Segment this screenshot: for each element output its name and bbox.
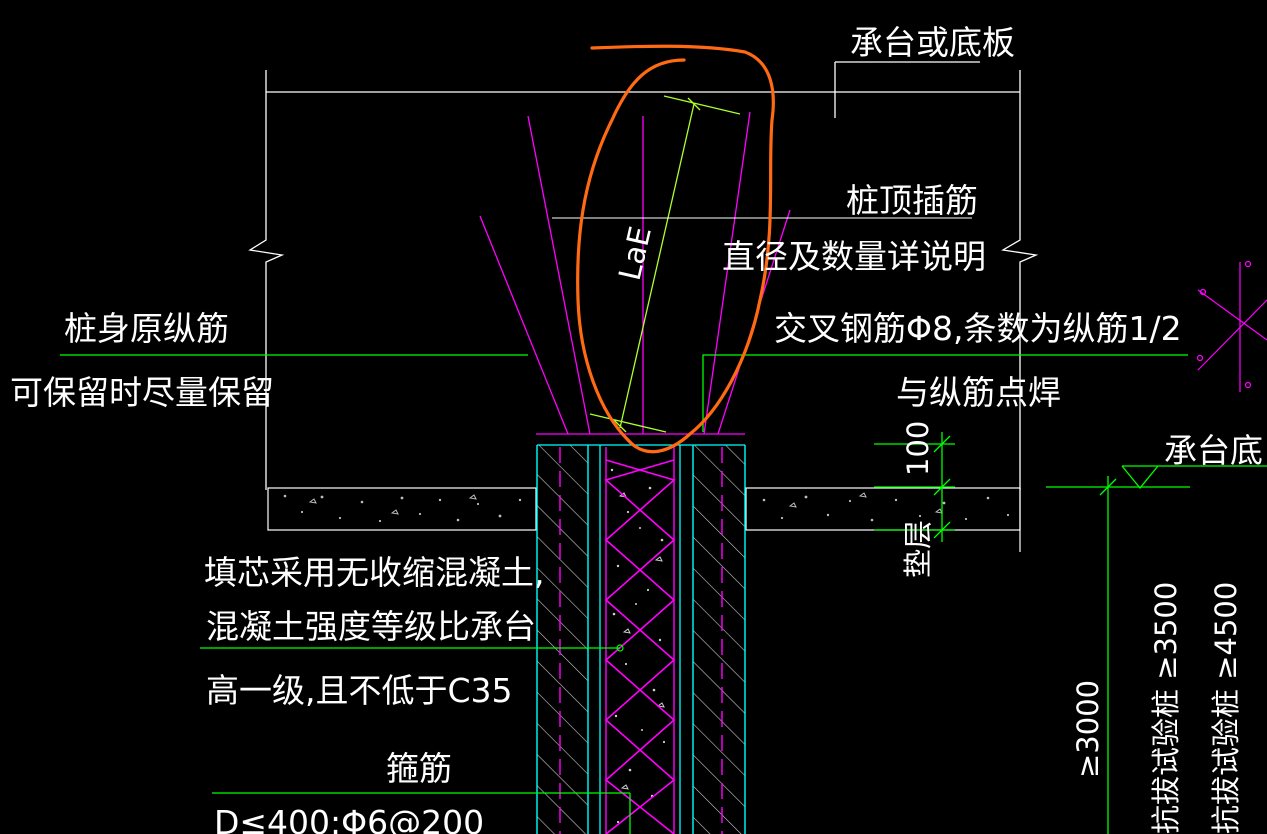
highlight-annotation [576,44,775,454]
dim-3500-label: 抗拔试验桩 ≥3500 [1149,582,1183,834]
cross-rebar-label-1: 交叉钢筋Φ8,条数为纵筋1/2 [774,309,1182,348]
cross-rebar-label-2: 与纵筋点焊 [896,373,1061,412]
orig-rebar-note-label: 可保留时尽量保留 [10,373,274,412]
pile-top-dowel-label: 桩顶插筋 [846,181,978,220]
fill-note-line-1: 填芯采用无收缩混凝土, [204,553,545,592]
stirrup-label: 箍筋 [386,749,452,788]
pile-top [537,444,745,834]
zigzag-cross-rebar [604,459,676,834]
cushion-label: 垫层 [901,520,935,578]
anchor-length-dimension [589,95,741,433]
inner-rebar [605,447,675,834]
stirrup-spec-label: D≤400:Φ6@200 [214,803,484,834]
leader-lines [60,354,1267,834]
cap-or-slab-label: 承台或底板 [850,23,1015,62]
pile-cap-outline [248,61,1039,490]
dowel-note-label: 直径及数量详说明 [722,237,986,276]
orig-rebar-label: 桩身原纵筋 [64,309,229,348]
leader-dot [616,644,624,652]
fill-concrete-core [610,468,666,824]
pile-left-wall [536,445,589,834]
anchor-length-label: LaE [613,223,659,284]
cap-bottom-label: 承台底 [1164,431,1263,470]
dim-3000-label: ≥3000 [1071,680,1105,778]
cross-rebar-symbol [1196,260,1267,392]
pile-top-dowels [479,111,791,435]
pile-right-wall [692,445,746,834]
fill-note-line-2: 混凝土强度等级比承台 [206,607,536,646]
fill-note-line-3: 高一级,且不低于C35 [206,671,513,710]
dim-4500-label: 抗拔试验桩 ≥4500 [1209,582,1243,834]
longitudinal-rebar [559,447,723,834]
dim-100-label: 100 [901,421,935,476]
